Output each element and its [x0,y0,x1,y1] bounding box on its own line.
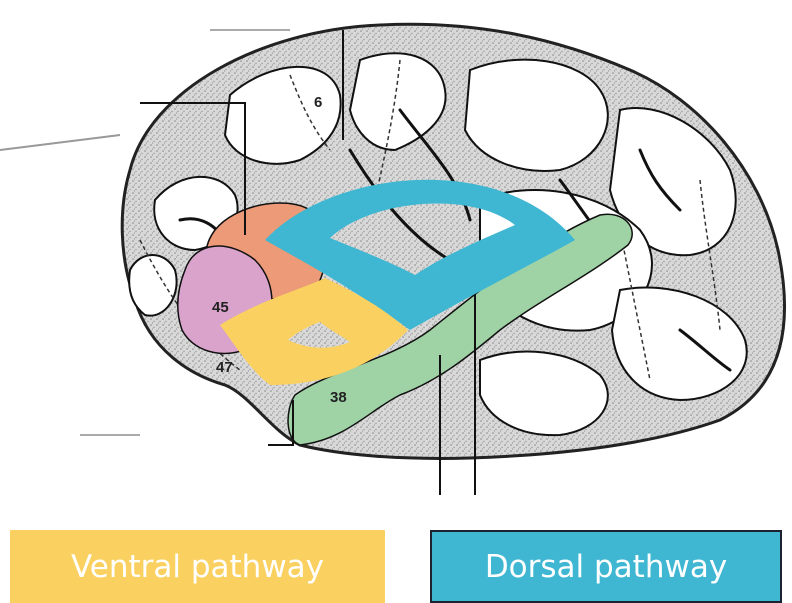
area-6-label: 6 [314,94,322,111]
area-38-label: 38 [330,389,347,406]
dorsal-pathway-label: Dorsal pathway [485,549,727,585]
area-47-label: 47 [216,359,233,376]
ventral-pathway-legend: Ventral pathway [10,530,385,603]
brain-diagram: 6 45 47 38 [0,0,792,520]
dorsal-pathway-legend: Dorsal pathway [430,530,782,603]
area-45-label: 45 [212,299,229,316]
ventral-pathway-label: Ventral pathway [71,549,324,585]
